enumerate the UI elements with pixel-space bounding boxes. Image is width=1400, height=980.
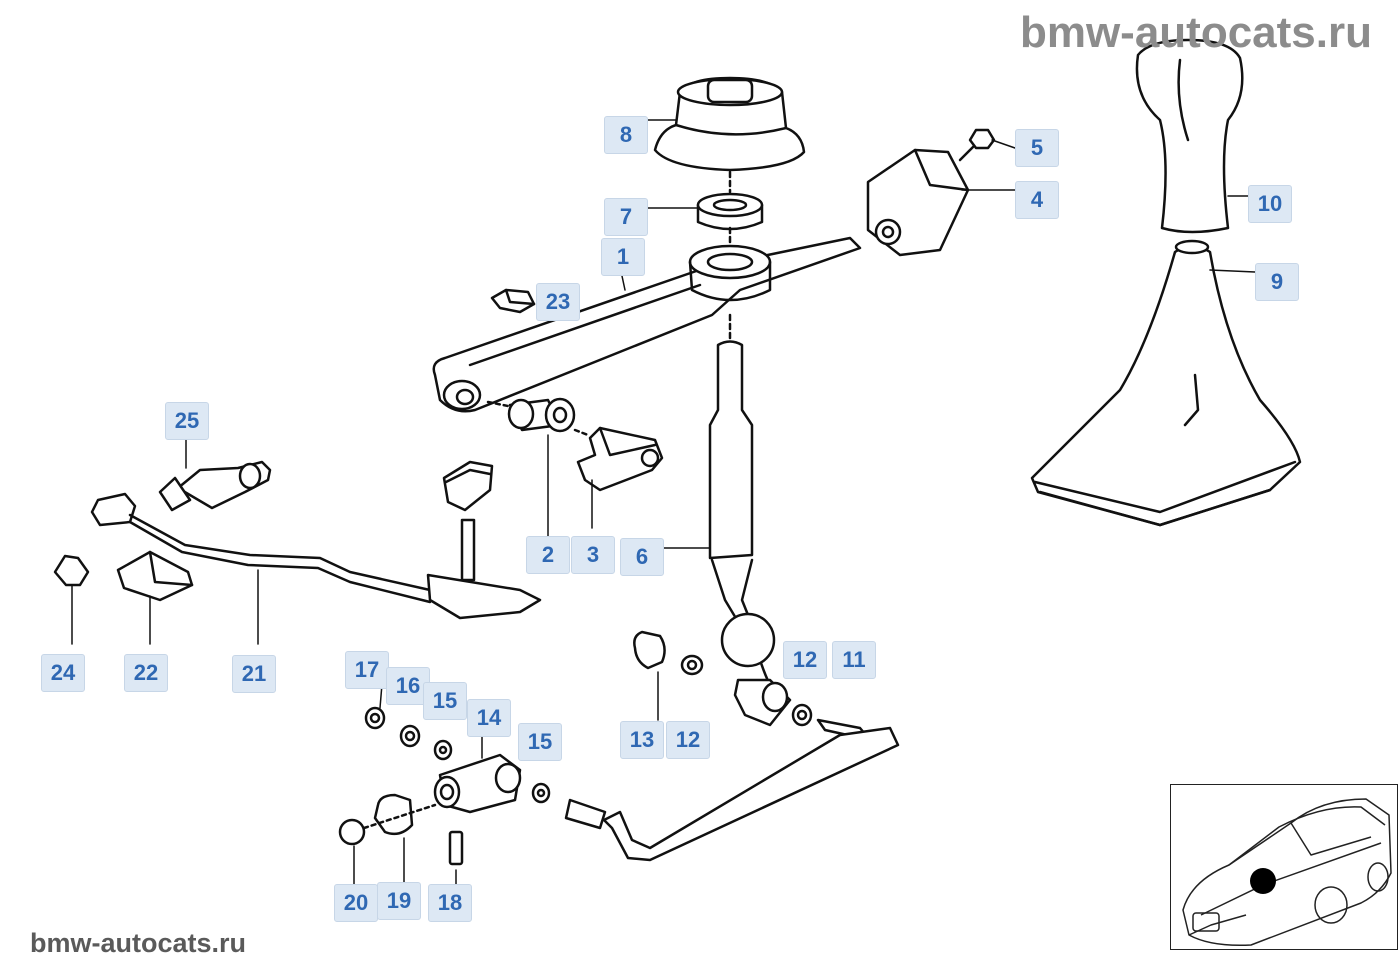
leader-lines (71, 119, 1256, 885)
callout-2[interactable]: 2 (526, 536, 570, 574)
watermark-bottom: bmw-autocats.ru (30, 928, 247, 958)
location-marker-icon (1250, 868, 1276, 894)
callout-18[interactable]: 18 (428, 884, 472, 922)
part-8-boot (653, 76, 806, 172)
part-10-knob (1135, 38, 1244, 234)
callout-14[interactable]: 14 (467, 699, 511, 737)
part-13-clip (633, 630, 704, 676)
selector-rod (564, 726, 900, 862)
callout-6[interactable]: 6 (620, 538, 664, 576)
callout-19[interactable]: 19 (377, 882, 421, 920)
part-22-connector (116, 550, 194, 602)
part-24-clip (53, 554, 90, 587)
part-6-shaft (708, 313, 792, 727)
callout-7[interactable]: 7 (604, 198, 648, 236)
callout-12-lower[interactable]: 12 (666, 721, 710, 759)
watermark-top: bmw-autocats.ru (1019, 8, 1372, 57)
vehicle-locator-thumbnail (1170, 784, 1398, 950)
callout-20[interactable]: 20 (334, 884, 378, 922)
callout-8[interactable]: 8 (604, 116, 648, 154)
callout-16[interactable]: 16 (386, 667, 430, 705)
callout-11[interactable]: 11 (832, 641, 876, 679)
callout-10[interactable]: 10 (1248, 185, 1292, 223)
part-3-clip (576, 426, 664, 492)
callout-22[interactable]: 22 (124, 654, 168, 692)
callout-4[interactable]: 4 (1015, 181, 1059, 219)
part-5-nut (968, 128, 996, 150)
part-14-joint (433, 753, 522, 814)
callout-5[interactable]: 5 (1015, 129, 1059, 167)
car-outline-icon (1182, 798, 1392, 947)
part-1-lever-arm (432, 236, 862, 413)
callout-15-lower[interactable]: 15 (518, 723, 562, 761)
callout-24[interactable]: 24 (41, 654, 85, 692)
callout-3[interactable]: 3 (571, 536, 615, 574)
callout-9[interactable]: 9 (1255, 263, 1299, 301)
part-7-ring (696, 192, 764, 231)
part-2-bushing (486, 397, 590, 437)
part-25-switch (158, 460, 272, 512)
callout-21[interactable]: 21 (232, 655, 276, 693)
callout-25[interactable]: 25 (165, 402, 209, 440)
callout-13[interactable]: 13 (620, 721, 664, 759)
part-4-bracket (866, 143, 977, 257)
callout-17[interactable]: 17 (345, 651, 389, 689)
callout-15-upper[interactable]: 15 (423, 682, 467, 720)
parts-18-19-20 (338, 793, 464, 866)
callout-12-right[interactable]: 12 (783, 641, 827, 679)
part-9-shift-boot (1030, 239, 1302, 527)
part-21-cable (90, 460, 542, 620)
callout-1[interactable]: 1 (601, 238, 645, 276)
washers-15-16-17 (364, 706, 551, 804)
callout-23[interactable]: 23 (536, 283, 580, 321)
part-23-clip (490, 288, 536, 314)
